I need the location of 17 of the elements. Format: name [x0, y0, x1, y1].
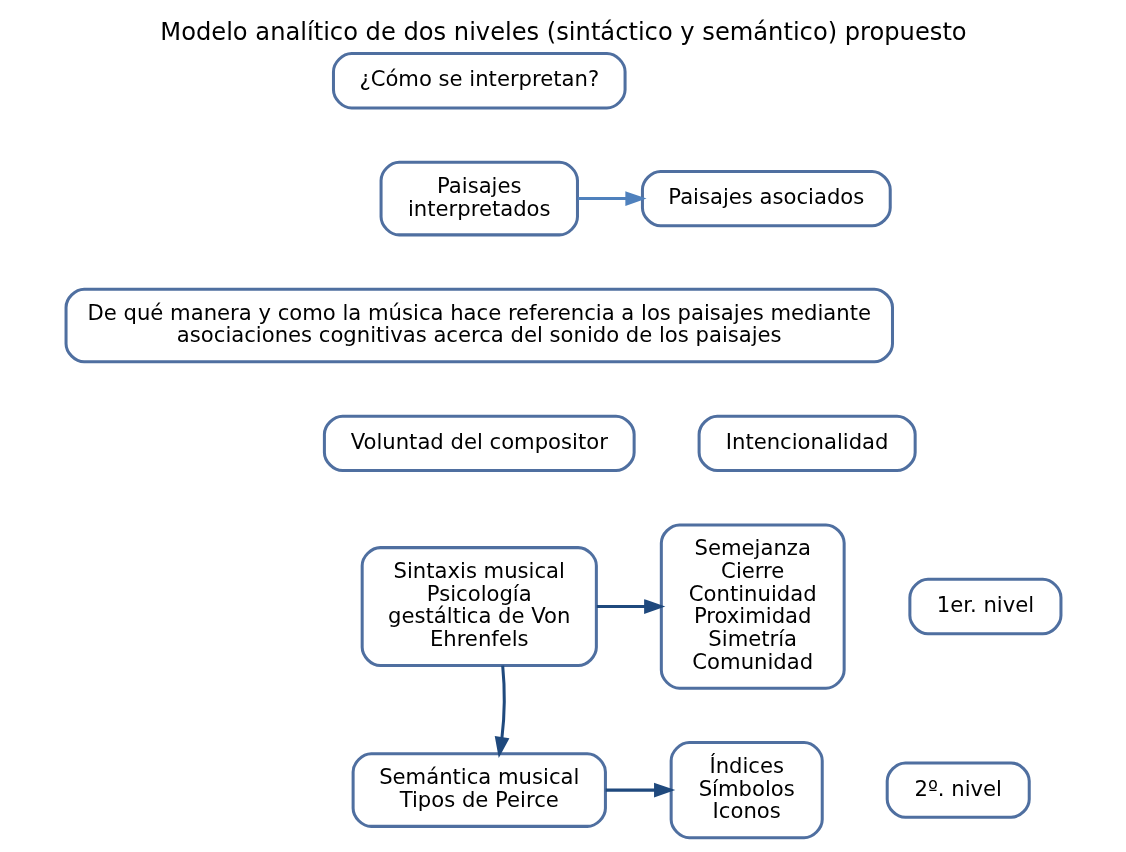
arrow: [605, 782, 675, 798]
node-box: Índices Símbolos Iconos: [669, 741, 824, 840]
node-box: ¿Cómo se interpretan?: [331, 52, 627, 110]
diagram-title: Modelo analítico de dos niveles (sintáctico y semántico) propuesto: [159, 17, 967, 46]
node-box: Semejanza Cierre Continuidad Proximidad Simetría Comunidad: [659, 523, 846, 690]
node-box: De qué manera y como la música hace referencia a los paisajes mediante asociaciones cognitivas acerca del sonido de los paisajes: [64, 287, 894, 364]
node-box: 1er. nivel: [907, 577, 1062, 636]
node-box: Intencionalidad: [697, 414, 917, 473]
node-box: Voluntad del compositor: [322, 414, 636, 473]
node-box: Paisajes asociados: [640, 169, 892, 228]
arrow: [596, 599, 665, 614]
node-box: Semántica musical Tipos de Peirce: [351, 752, 607, 828]
arrow: [577, 191, 647, 207]
node-box: 2º. nivel: [885, 761, 1031, 819]
arrow: [494, 665, 509, 759]
node-box: Sintaxis musical Psicología gestáltica de Von Ehrenfels: [360, 546, 598, 667]
node-box: Paisajes interpretados: [379, 160, 579, 237]
